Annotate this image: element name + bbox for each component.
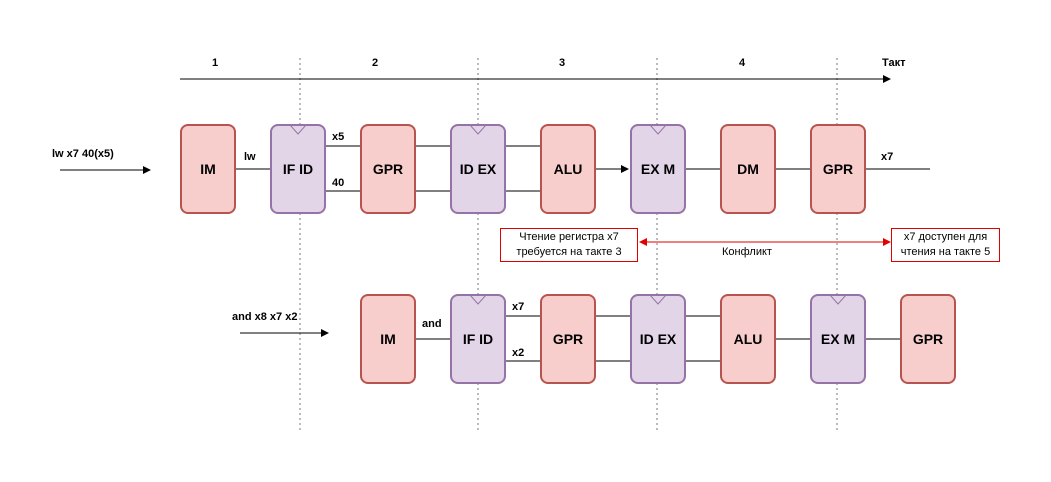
conflict-left-note-line2: требуется на такте 3: [516, 246, 622, 258]
instr1-wire-label-lw: lw: [244, 151, 256, 163]
instr1-exm-latch: EX M: [630, 124, 686, 214]
instr1-gpr-writeback-label: GPR: [822, 161, 854, 177]
instr2-gpr-label: GPR: [552, 331, 584, 347]
instr2-gpr-writeback-block: GPR: [900, 294, 956, 384]
cycle-number-1: 1: [212, 57, 219, 69]
conflict-right-note: x7 доступен для чтения на такте 5: [891, 228, 1000, 262]
instr2-exm-latch: EX M: [810, 294, 866, 384]
instr1-alu-block: ALU: [540, 124, 596, 214]
instr2-label: and x8 x7 x2: [232, 311, 298, 323]
instr2-alu-block: ALU: [720, 294, 776, 384]
instr1-dm-block: DM: [720, 124, 776, 214]
conflict-left-note: Чтение регистра x7 требуется на такте 3: [500, 228, 638, 262]
instr1-idex-latch: ID EX: [450, 124, 506, 214]
instr1-alu-label: ALU: [553, 161, 583, 177]
instr2-ifid-latch: IF ID: [450, 294, 506, 384]
conflict-left-note-line1: Чтение регистра x7: [519, 231, 619, 243]
instr1-gpr-block: GPR: [360, 124, 416, 214]
instr1-label: lw x7 40(x5): [52, 148, 114, 160]
cycle-axis-label: Такт: [882, 57, 906, 69]
instr1-im-label: IM: [200, 161, 216, 177]
instr2-im-label: IM: [380, 331, 396, 347]
cycle-number-2: 2: [372, 57, 379, 69]
cycle-number-3: 3: [559, 57, 566, 69]
instr2-idex-label: ID EX: [639, 331, 677, 347]
instr1-wire-label-x5: x5: [332, 131, 345, 143]
instr1-im-block: IM: [180, 124, 236, 214]
instr1-gpr-label: GPR: [372, 161, 404, 177]
cycle-number-4: 4: [739, 57, 746, 69]
instr1-gpr-writeback-block: GPR: [810, 124, 866, 214]
instr2-wire-label-x2: x2: [512, 347, 525, 359]
instr2-wire-label-and: and: [422, 318, 442, 330]
conflict-label: Конфликт: [722, 246, 772, 258]
instr1-wire-label-40: 40: [332, 177, 345, 189]
instr2-gpr-block: GPR: [540, 294, 596, 384]
instr2-gpr-writeback-label: GPR: [912, 331, 944, 347]
instr2-exm-label: EX M: [820, 331, 856, 347]
instr1-ifid-label: IF ID: [282, 161, 314, 177]
instr2-im-block: IM: [360, 294, 416, 384]
conflict-right-note-line2: чтения на такте 5: [900, 246, 991, 258]
instr2-ifid-label: IF ID: [462, 331, 494, 347]
instr1-ifid-latch: IF ID: [270, 124, 326, 214]
instr2-alu-label: ALU: [733, 331, 763, 347]
instr2-wire-label-x7: x7: [512, 301, 525, 313]
instr1-exm-label: EX M: [640, 161, 676, 177]
instr1-dm-label: DM: [737, 161, 759, 177]
conflict-right-note-line1: x7 доступен для: [903, 231, 988, 243]
instr1-idex-label: ID EX: [459, 161, 497, 177]
instr1-wire-label-x7: x7: [881, 151, 894, 163]
instr2-idex-latch: ID EX: [630, 294, 686, 384]
